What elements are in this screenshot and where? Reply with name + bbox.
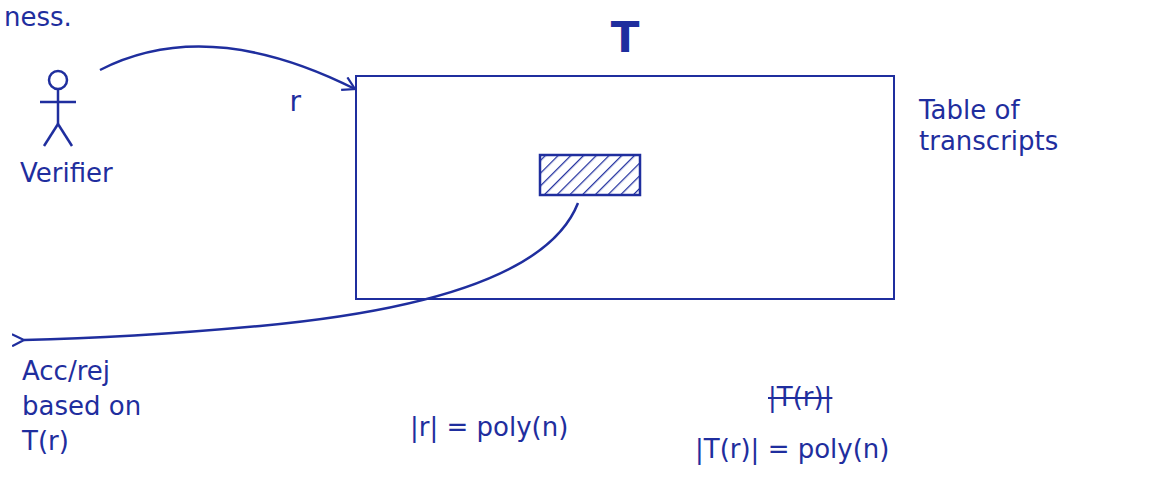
table-heading: T (611, 17, 640, 59)
result-note: Acc/rej based on T(r) (22, 354, 172, 459)
leader-arrow (24, 203, 578, 340)
struck-note: |T(r)| (768, 382, 832, 413)
transcript-table: TTable of transcripts (355, 75, 895, 300)
edge-label: r (288, 85, 304, 119)
cut-off-note: ness. (4, 2, 72, 33)
size-note: |r| = poly(n) (410, 412, 568, 443)
hatched-entry (540, 155, 640, 195)
request-arrow (100, 47, 355, 89)
table-caption: Table of transcripts (919, 95, 1069, 157)
stick-figure (20, 58, 140, 158)
verifier-figure: Verifier (20, 58, 140, 193)
size-note: |T(r)| = poly(n) (695, 434, 889, 465)
actor-label: Verifier (20, 158, 113, 189)
